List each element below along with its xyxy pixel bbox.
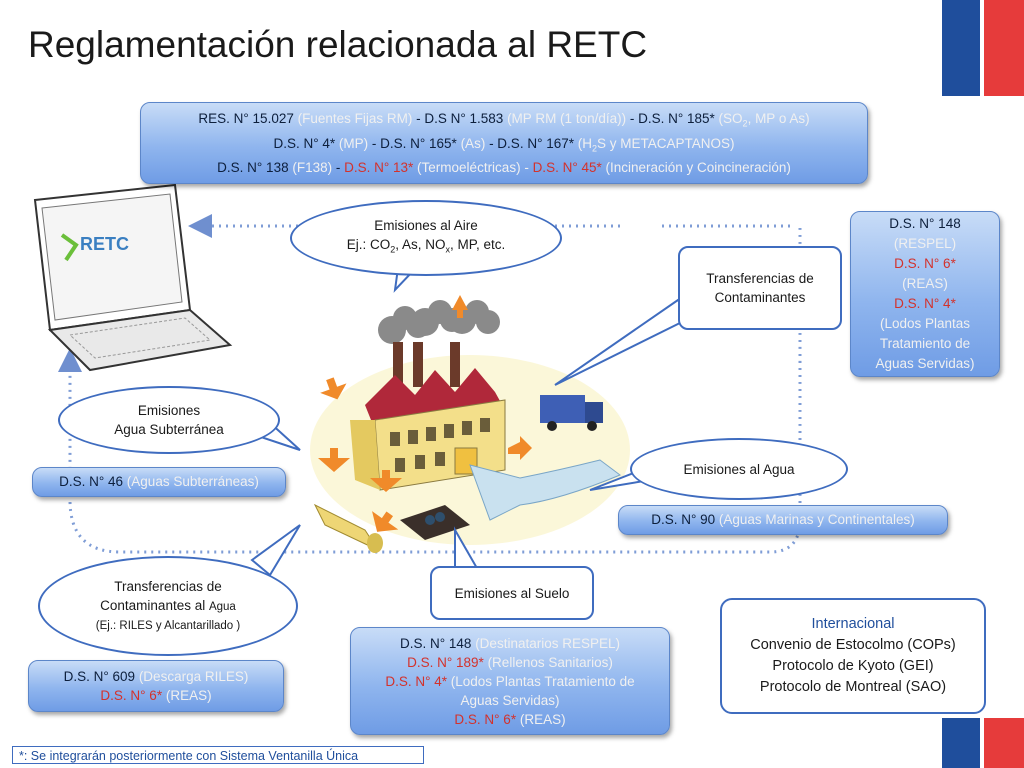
reg-text: (Termoeléctricas) - (413, 160, 533, 176)
reg-text: (MP) (338, 135, 369, 151)
reg-text: D.S. N° 148 (889, 216, 961, 231)
groundwater-line-1: Emisiones (137, 403, 201, 418)
reg-text: D.S. N° 4* (894, 296, 956, 311)
flag-decoration-bottom (942, 718, 1024, 768)
transfers-line-1: Transferencias de (706, 271, 814, 286)
riles-transfers-bubble: Transferencias de Contaminantes al Agua … (38, 556, 298, 656)
laptop-logo-text: RETC (80, 234, 129, 254)
water-emissions-bubble: Emisiones al Agua (630, 438, 848, 500)
reg-text: - D.S. N° 167* (485, 135, 578, 151)
reg-text: (Aguas Marinas y Continentales) (718, 512, 915, 527)
soil-regulations-box: D.S. N° 148 (Destinatarios RESPEL) D.S. … (350, 627, 670, 735)
air-emissions-title: Emisiones al Aire (374, 218, 478, 234)
reg-text: (Fuentes Fijas RM) (297, 110, 413, 126)
reg-text: Aguas Servidas) (875, 356, 975, 371)
reg-text: D.S. N° 13* (344, 160, 414, 176)
reg-text: D.S. N° 90 (651, 512, 719, 527)
factory-illustration (310, 295, 630, 553)
ds46-box: D.S. N° 46 (Aguas Subterráneas) (32, 467, 286, 497)
top-regulations-line-2: D.S. N° 4* (MP) - D.S. N° 165* (As) - D.… (141, 134, 867, 159)
riles-line-1: Transferencias de (114, 578, 222, 594)
international-line: Protocolo de Kyoto (GEI) (772, 658, 934, 674)
reg-subscript: 2 (592, 143, 598, 154)
top-regulations-line-1: RES. N° 15.027 (Fuentes Fijas RM) - D.S … (141, 109, 867, 134)
reg-text: (As) (460, 135, 486, 151)
ds609-line-2: D.S. N° 6* (REAS) (100, 688, 212, 703)
reg-text: Tratamiento de (879, 336, 971, 351)
respel-regulations-box: D.S. N° 148 (RESPEL) D.S. N° 6* (REAS) D… (850, 211, 1000, 377)
reg-text: (RESPEL) (893, 236, 957, 251)
reg-text: - D.S. N° 185* (626, 110, 719, 126)
soil-emissions-text: Emisiones al Suelo (454, 585, 570, 601)
reg-subscript: 2 (742, 118, 748, 129)
groundwater-line-2: Agua Subterránea (114, 422, 224, 437)
laptop-icon: RETC (33, 183, 233, 372)
reg-text: (H (577, 135, 592, 151)
reg-text: D.S. N° 138 (217, 160, 293, 176)
reg-text: (Aguas Subterráneas) (126, 474, 259, 489)
reg-text: (SO (718, 110, 743, 126)
soil-reg-line-2: D.S. N° 189* (Rellenos Sanitarios) (407, 654, 613, 670)
international-box: Internacional Convenio de Estocolmo (COP… (720, 598, 986, 714)
soil-reg-line-5: D.S. N° 6* (REAS) (454, 711, 566, 727)
reg-text: - (332, 160, 345, 176)
reg-text: D.S. N° 45* (532, 160, 602, 176)
reg-text: - D.S N° 1.583 (412, 110, 508, 126)
reg-text: S y METACAPTANOS) (597, 135, 735, 151)
reg-text: D.S. N° 6* (894, 256, 956, 271)
international-heading: Internacional (811, 616, 895, 632)
reg-text: (Incineración y Coincineración) (601, 160, 791, 176)
soil-emissions-box: Emisiones al Suelo (430, 566, 594, 620)
reg-text: , MP o As) (747, 110, 810, 126)
flag-decoration (942, 0, 1024, 96)
riles-line-3: (Ej.: RILES y Alcantarillado ) (95, 619, 241, 632)
reg-text: - D.S. N° 165* (368, 135, 461, 151)
international-line: Convenio de Estocolmo (COPs) (750, 637, 956, 653)
water-emissions-text: Emisiones al Agua (683, 461, 795, 477)
reg-text: (REAS) (902, 276, 948, 291)
ds90-box: D.S. N° 90 (Aguas Marinas y Continentale… (618, 505, 948, 535)
soil-reg-line-1: D.S. N° 148 (Destinatarios RESPEL) (400, 635, 620, 651)
ds609-box: D.S. N° 609 (Descarga RILES) D.S. N° 6* … (28, 660, 284, 712)
groundwater-emissions-bubble: Emisiones Agua Subterránea (58, 386, 280, 454)
top-regulations-line-3: D.S. N° 138 (F138) - D.S. N° 13* (Termoe… (141, 158, 867, 177)
riles-line-2: Contaminantes al Agua (100, 597, 236, 613)
air-emissions-examples: Ej.: CO2, As, NOx, MP, etc. (346, 237, 506, 255)
soil-reg-line-3: D.S. N° 4* (Lodos Plantas Tratamiento de (385, 673, 635, 689)
footnote: *: Se integrarán posteriormente con Sist… (12, 746, 424, 764)
truck-icon (540, 395, 603, 431)
transfers-box: Transferencias de Contaminantes (678, 246, 842, 330)
reg-text: (F138) (292, 160, 333, 176)
transfers-line-2: Contaminantes (714, 290, 806, 305)
international-line: Protocolo de Montreal (SAO) (759, 679, 947, 695)
reg-text: (Lodos Plantas (879, 316, 971, 331)
page-title: Reglamentación relacionada al RETC (28, 24, 648, 65)
air-emissions-bubble: Emisiones al Aire Ej.: CO2, As, NOx, MP,… (290, 200, 562, 276)
ds609-line-1: D.S. N° 609 (Descarga RILES) (63, 669, 249, 684)
reg-text: RES. N° 15.027 (198, 110, 298, 126)
reg-text: D.S. N° 46 (59, 474, 127, 489)
soil-reg-line-4: Aguas Servidas) (460, 692, 560, 708)
reg-text: D.S. N° 4* (273, 135, 339, 151)
reg-text: (MP RM (1 ton/día)) (507, 110, 627, 126)
top-regulations-box: RES. N° 15.027 (Fuentes Fijas RM) - D.S … (140, 102, 868, 184)
